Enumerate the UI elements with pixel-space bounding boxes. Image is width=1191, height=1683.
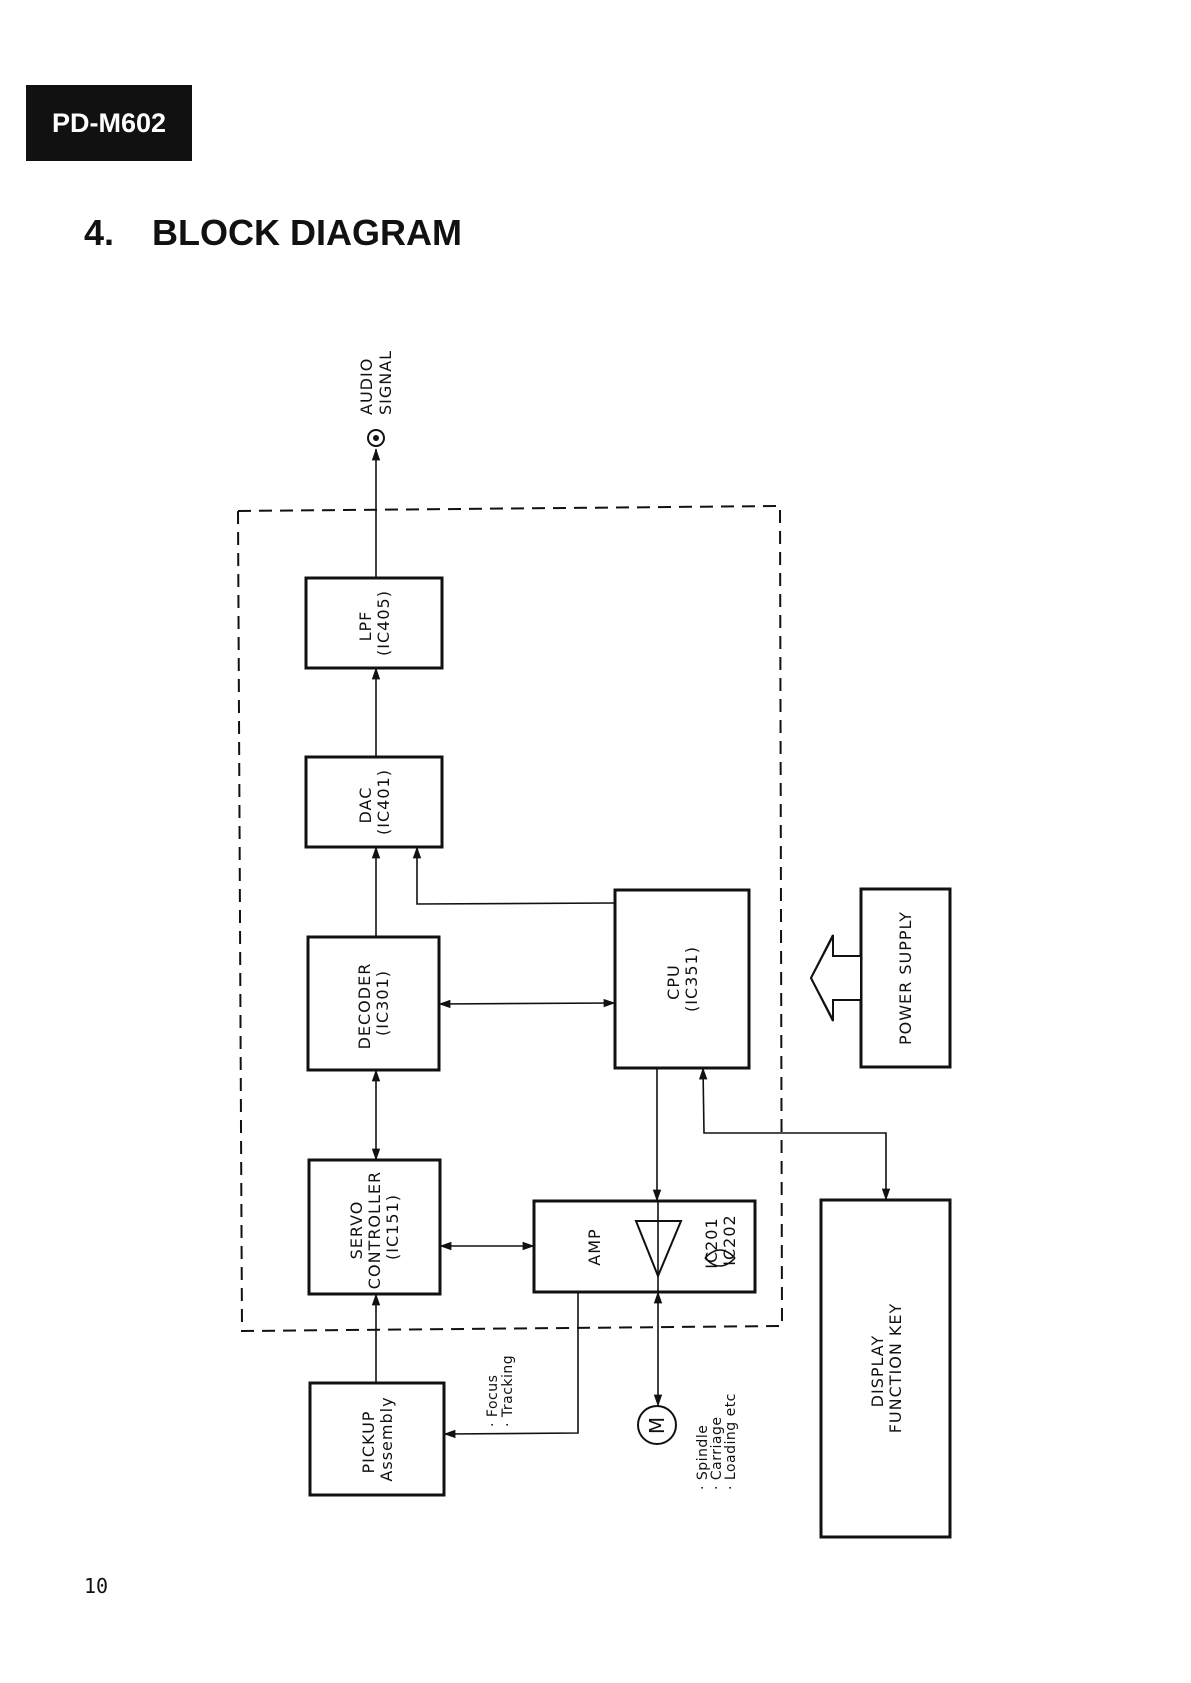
page-number: 10 xyxy=(84,1574,108,1598)
audio-signal-label: AUDIO SIGNAL xyxy=(357,350,395,415)
pickup-assembly-label: PICKUP Assembly xyxy=(359,1396,396,1481)
amp-label: AMP xyxy=(585,1228,604,1265)
decoder-label: DECODER (IC301) xyxy=(355,957,392,1050)
audio-output-jack-icon xyxy=(368,430,384,446)
pickup-signals-label: · Focus · Tracking xyxy=(485,1355,516,1427)
power-supply-label: POWER SUPPLY xyxy=(896,911,915,1045)
amp-ic-label: IC201 IC202 xyxy=(702,1211,739,1269)
power-feed-arrow-outline xyxy=(811,936,861,1020)
motor-items-label: · Spindle · Carriage · Loading etc xyxy=(695,1393,739,1490)
motor-symbol: M xyxy=(645,1416,669,1434)
decoder-cpu-bus-line xyxy=(439,1003,615,1004)
cpu-display-bus-line xyxy=(703,1068,886,1200)
cpu-to-dac-line xyxy=(417,847,615,904)
